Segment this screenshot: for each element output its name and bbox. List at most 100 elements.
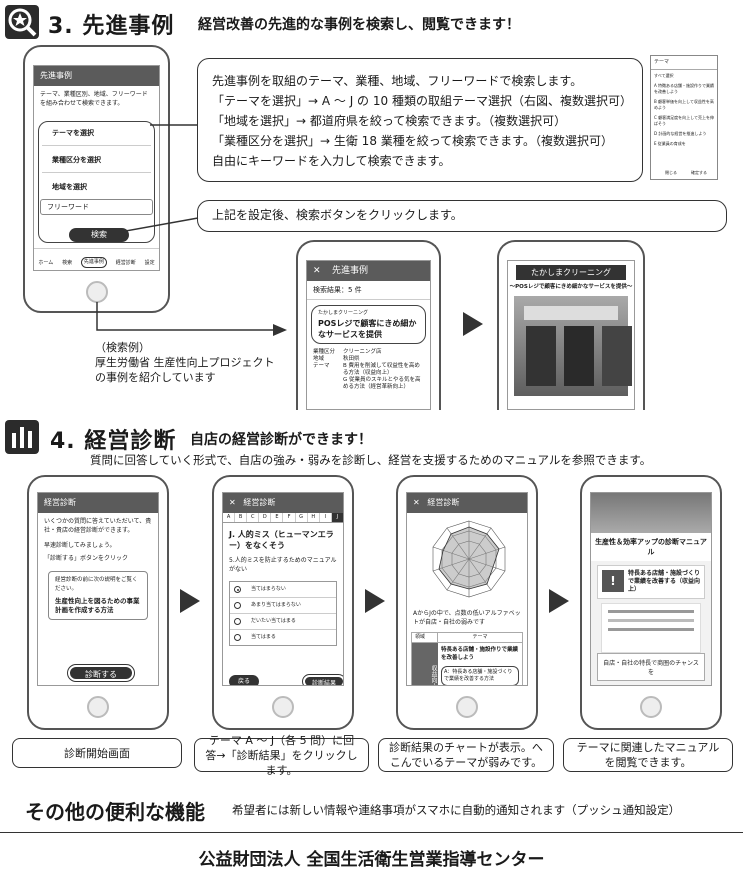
back-button[interactable]: 戻る: [229, 675, 259, 685]
select-industry-option[interactable]: 業種区分を選択: [52, 156, 101, 164]
letter-tab[interactable]: F: [283, 513, 296, 522]
select-theme-option[interactable]: テーマを選択: [52, 129, 94, 137]
letter-tab[interactable]: E: [271, 513, 284, 522]
diag1-text2: 早速診断してみましょう。: [44, 542, 116, 549]
diag1-box-lead: 経営診断の前に次の説明をご覧ください。: [55, 577, 138, 592]
home-button[interactable]: [87, 696, 109, 718]
home-button[interactable]: [272, 696, 294, 718]
nav-settings[interactable]: 設定: [144, 260, 155, 266]
connector-line-1: [150, 124, 198, 126]
theme-item[interactable]: A 特徴ある店舗・施設作りで業績を改善しよう: [654, 83, 715, 94]
answer-option[interactable]: だいたい当てはまる: [230, 614, 336, 630]
theme-close-button[interactable]: 閉じる: [665, 170, 677, 175]
label-manual: テーマに関連したマニュアルを閲覧できます。: [563, 738, 733, 772]
question-title: J. 人的ミス（ヒューマンエラー）をなくそう: [229, 530, 334, 550]
question-text: 5.人的ミスを防止するためのマニュアルがない: [229, 557, 337, 573]
section4-subtitle: 自店の経営診断ができます！: [190, 432, 372, 448]
result-item2-link[interactable]: A：特長ある店舗・施設づくりで業績を改善する方法: [441, 666, 519, 685]
search-explanation-bubble: 先進事例を取組のテーマ、業種、地域、フリーワードで検索します。 「テーマを選択」…: [197, 58, 643, 182]
manual-illustration: [601, 603, 701, 653]
explain-line-5: 自由にキーワードを入力して検索できます。: [212, 154, 451, 168]
select-region-option[interactable]: 地域を選択: [52, 183, 87, 191]
diag1-text3: 「診断する」ボタンをクリック: [44, 555, 129, 562]
detail-shop-name: たかしまクリーニング: [516, 265, 626, 280]
home-button[interactable]: [456, 696, 478, 718]
answer-option[interactable]: 当てはまらない: [230, 582, 336, 598]
search-click-bubble: 上記を設定後、検索ボタンをクリックします。: [197, 200, 727, 232]
theme-panel-title: テーマ: [651, 56, 717, 70]
theme-item[interactable]: B 顧客単価を向上して収益性を高めよう: [654, 99, 714, 110]
answer-option[interactable]: あまり当てはまらない: [230, 598, 336, 614]
letter-tab[interactable]: B: [235, 513, 248, 522]
result-header: ✕ 先進事例: [307, 261, 430, 281]
theme-item[interactable]: すべて選択: [654, 73, 674, 78]
diagnosis-result-button[interactable]: 診断結果: [302, 674, 343, 685]
section3-title: 3. 先進事例: [48, 14, 175, 39]
result-table-head: 領域 テーマ: [411, 632, 523, 643]
example-label: （検索例） 厚生労働省 生産性向上プロジェクト の事例を紹介しています: [95, 340, 275, 385]
theme-item[interactable]: C 顧客満足度を向上して売上を伸ばそう: [654, 115, 714, 126]
radar-chart: [432, 520, 506, 598]
theme-item[interactable]: E 従業員の育成を: [654, 141, 686, 146]
diag1-info-box[interactable]: 経営診断の前に次の説明をご覧ください。 生産性向上を図るための事業計画を作成する…: [48, 571, 148, 620]
answer-option[interactable]: 当てはまる: [230, 630, 336, 645]
manual-top-graphic: [591, 493, 711, 533]
detail-subtitle: ～POSレジで顧客にきめ細かなサービスを提供～: [509, 284, 633, 290]
nav-cases[interactable]: 先進事例: [80, 257, 107, 268]
answer-list: 当てはまらない あまり当てはまらない だいたい当てはまる 当てはまる: [229, 581, 337, 646]
nav-diagnosis[interactable]: 経営診断: [115, 260, 136, 266]
close-icon[interactable]: ✕: [413, 498, 420, 507]
manual-item-a-text: 特長ある店舗・施設づくりで業績を改善する（収益向上）: [628, 570, 701, 593]
diagnosis-start-phone: 経営診断 いくつかの質問に答えていただいて、貴社・貴店の経営診断ができます。 早…: [27, 475, 169, 730]
shop-photo: [514, 296, 632, 396]
letter-tab[interactable]: H: [308, 513, 320, 522]
manual-banner: 生産性＆効率アップの診断マニュアル: [591, 533, 711, 561]
nav-search[interactable]: 検索: [62, 260, 73, 266]
diag3-header: ✕ 経営診断: [407, 493, 527, 513]
manual-item-a[interactable]: ! 特長ある店舗・施設づくりで業績を改善する（収益向上）: [597, 565, 705, 599]
theme-confirm-button[interactable]: 確定する: [691, 170, 707, 175]
letter-tab[interactable]: A: [223, 513, 236, 522]
diag1-header: 経営診断: [38, 493, 158, 513]
connector-line-2: [120, 217, 199, 233]
search-screen-header: 先進事例: [34, 66, 159, 86]
diagnosis-question-phone: ✕ 経営診断 A B C D E F G H I J J. 人的ミス（ヒューマン…: [212, 475, 354, 730]
example-label-line: （検索例）: [95, 341, 150, 354]
result-shop-name: たかしまクリーニング: [318, 310, 369, 316]
letter-tab[interactable]: D: [259, 513, 272, 522]
theme-item[interactable]: D 計画的な経営を推進しよう: [654, 131, 707, 136]
close-icon[interactable]: ✕: [313, 266, 321, 276]
letter-tab[interactable]: C: [247, 513, 260, 522]
label-answer-themes: テーマ A ～ J（各 5 問）に回答→「診断結果」をクリックします。: [194, 734, 369, 777]
label-result-chart: 診断結果のチャートが表示。へこんでいるテーマが弱みです。: [378, 738, 554, 772]
diag2-header: ✕ 経営診断: [223, 493, 343, 513]
arrow-right-icon: [463, 312, 483, 336]
detail-phone: たかしまクリーニング ～POSレジで顧客にきめ細かなサービスを提供～: [497, 240, 645, 410]
theme-panel: テーマ すべて選択 A 特徴ある店舗・施設作りで業績を改善しよう B 顧客単価を…: [650, 55, 718, 180]
result-card[interactable]: たかしまクリーニング POSレジで顧客にきめ細かなサービスを提供: [311, 305, 426, 344]
result-case-title: POSレジで顧客にきめ細かなサービスを提供: [318, 319, 417, 339]
example-label-line: の事例を紹介しています: [95, 371, 216, 384]
result-side-label: 収益向上: [412, 643, 438, 685]
example-label-line: 厚生労働省 生産性向上プロジェクト: [95, 356, 275, 369]
home-button[interactable]: [640, 696, 662, 718]
nav-home[interactable]: ホーム: [38, 260, 54, 266]
manual-bottom-text: 自店・自社の特長で商圏のチャンスを: [597, 653, 705, 681]
explain-line-4: 「業種区分を選択」→ 生衛 18 業種を絞って検索できます。（複数選択可）: [212, 134, 613, 148]
diagnose-button[interactable]: 診断する: [67, 664, 135, 682]
letter-tab[interactable]: G: [296, 513, 308, 522]
freeword-input[interactable]: フリーワード: [40, 199, 153, 215]
explain-line-3: 「地域を選択」→ 都道府県を絞って検索できます。（複数選択可）: [212, 114, 567, 128]
diagnosis-result-phone: ✕ 経営診断 AからJの中で、点数の低いアルファベットが自店・自社の弱みです 領…: [396, 475, 538, 730]
arrow-right-icon: [180, 589, 200, 613]
result-count: 検索結果：5 件: [307, 281, 430, 300]
close-icon[interactable]: ✕: [229, 498, 236, 507]
letter-tab[interactable]: I: [320, 513, 332, 522]
search-intro: テーマ、業種区別、地域、フリーワードを組み合わせて検索できます。: [40, 91, 148, 107]
result-table-row[interactable]: 収益向上 特長ある店舗・施設作りで業績を改善しよう A：特長ある店舗・施設づくり…: [411, 643, 523, 685]
letter-tab-active[interactable]: J: [331, 513, 343, 522]
search-button[interactable]: 検索: [69, 228, 129, 242]
diag1-text1: いくつかの質問に答えていただいて、貴社・貴店の経営診断ができます。: [44, 518, 152, 534]
footer-divider: [0, 832, 743, 833]
